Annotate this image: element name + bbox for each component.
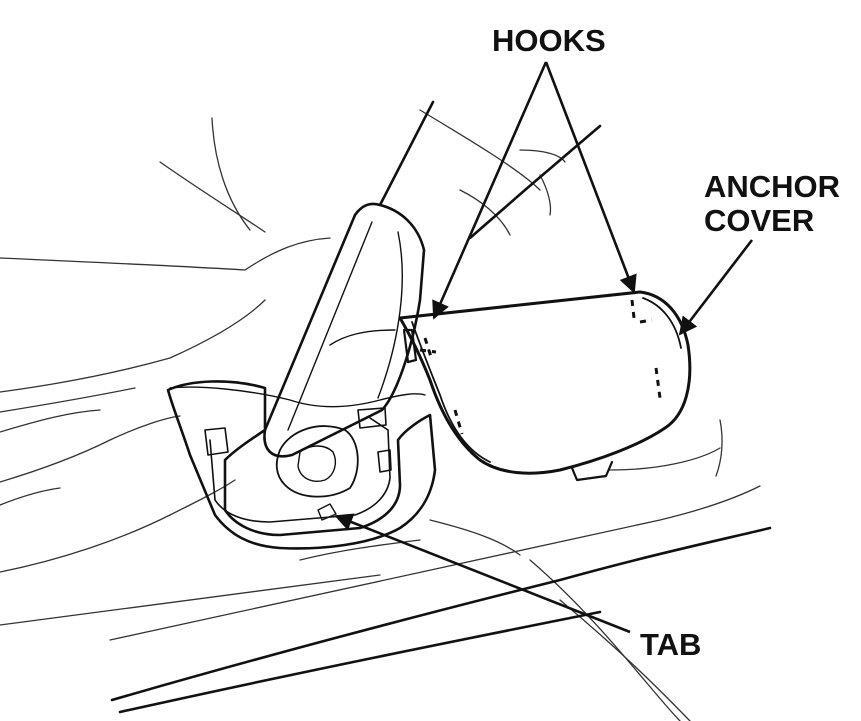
panel-edge-line: [110, 526, 772, 702]
seat-contour-line: [109, 485, 761, 641]
seat-contour-line: [0, 409, 101, 433]
tab-leader: [334, 513, 631, 634]
anchor-recess-inner: [357, 407, 387, 429]
seat-belt-stalk-inner: [377, 231, 403, 399]
hook-marking-right: [639, 318, 653, 324]
belt-wire: [329, 329, 396, 346]
seat-contour-line: [0, 299, 266, 393]
hook-marking-left: [419, 348, 437, 354]
hook-marking-right: [654, 367, 662, 399]
seat-contour-line: [0, 487, 61, 506]
hook-marking-right: [630, 299, 636, 319]
seat-contour-line: [539, 174, 552, 216]
seat-contour-line: [0, 415, 181, 483]
anchor-cover-side-tab: [402, 328, 418, 364]
buckle-mechanism: [317, 503, 337, 521]
seat-contour-line: [299, 539, 421, 561]
anchor-cover-leader: [678, 239, 754, 336]
anchor-recess-inner: [377, 449, 392, 473]
panel-edge-line: [468, 124, 602, 240]
seat-contour-line: [459, 189, 511, 236]
tab-label: TAB: [640, 627, 702, 662]
seat-contour-line: [609, 447, 721, 471]
anchor-cover-inner-edge: [642, 297, 682, 349]
seat-contour-line: [159, 161, 266, 233]
anchor-cover-label-line2: COVER: [704, 203, 815, 238]
seat-contour-line: [211, 117, 251, 231]
anchor-cover-inner-edge: [411, 321, 491, 463]
anchor-cover-label-line1: ANCHOR: [704, 169, 841, 204]
seat-contour-line: [0, 479, 236, 573]
panel-edge-line: [118, 610, 602, 714]
hooks-leader-right: [544, 61, 637, 294]
anchor-recess: [166, 380, 437, 550]
anchor-cover-tab: [570, 460, 614, 482]
seat-contour-line: [0, 574, 381, 626]
seat-contour-line: [519, 149, 566, 163]
seat-belt-stalk-inner: [287, 221, 373, 431]
anchor-recess-inner: [209, 417, 391, 523]
anchor-cover: [398, 290, 692, 475]
hooks-leader-left: [432, 61, 548, 320]
seat-contour-line: [429, 519, 521, 556]
buckle-mechanism: [275, 425, 359, 498]
belt-wire: [169, 386, 426, 408]
anchor-recess-inner: [204, 427, 229, 456]
panel-edge-line: [378, 100, 435, 207]
seat-contour-line: [0, 387, 136, 413]
seat-contour-line: [0, 237, 331, 271]
seat-contour-line: [715, 419, 723, 477]
buckle-mechanism: [297, 445, 337, 482]
seat-contour-line: [559, 599, 691, 721]
hook-marking-left: [423, 337, 434, 361]
hooks-label: HOOKS: [492, 23, 606, 58]
hook-marking-lower: [453, 409, 464, 435]
